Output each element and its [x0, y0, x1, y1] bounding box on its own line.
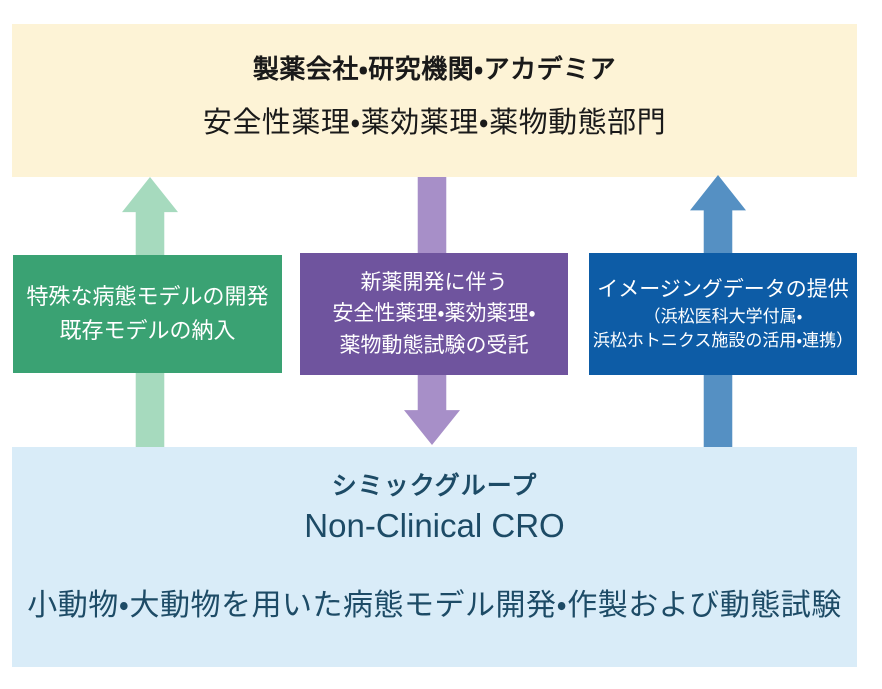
flow-box-disease-model: 特殊な病態モデルの開発 既存モデルの納入	[13, 255, 282, 373]
bottom-banner-cmic: シミックグループ Non-Clinical CRO 小動物・大動物を用いた病態モ…	[12, 447, 857, 667]
flow-box-imaging-data-line3: 浜松ホトニクス施設の活用・連携）	[592, 331, 854, 351]
top-banner-subtitle: 安全性薬理・薬効薬理・薬物動態部門	[202, 106, 667, 139]
top-banner-pharma: 製薬会社・研究機関・アカデミア 安全性薬理・薬効薬理・薬物動態部門	[12, 24, 857, 177]
flow-box-contract-studies: 新薬開発に伴う 安全性薬理・薬効薬理・ 薬物動態試験の受託	[300, 253, 568, 375]
flow-box-disease-model-line1: 特殊な病態モデルの開発	[26, 283, 269, 309]
flow-box-imaging-data: イメージングデータの提供 （浜松医科大学付属・ 浜松ホトニクス施設の活用・連携）	[589, 253, 857, 375]
flow-box-imaging-data-line1: イメージングデータの提供	[597, 277, 849, 301]
bottom-banner-title: シミックグループ	[331, 472, 538, 500]
top-banner-title: 製薬会社・研究機関・アカデミア	[252, 54, 617, 84]
flow-box-imaging-data-line2: （浜松医科大学付属・	[643, 307, 803, 327]
flow-box-disease-model-line2: 既存モデルの納入	[59, 318, 236, 343]
flow-box-contract-studies-line1: 新薬開発に伴う	[360, 270, 508, 294]
bottom-banner-subtitle: Non-Clinical CRO	[304, 507, 565, 544]
flow-box-contract-studies-line2: 安全性薬理・薬効薬理・	[332, 302, 536, 326]
flow-box-contract-studies-line3: 薬物動態試験の受託	[339, 333, 529, 357]
bottom-banner-description: 小動物・大動物を用いた病態モデル開発・作製および動態試験	[27, 589, 842, 623]
